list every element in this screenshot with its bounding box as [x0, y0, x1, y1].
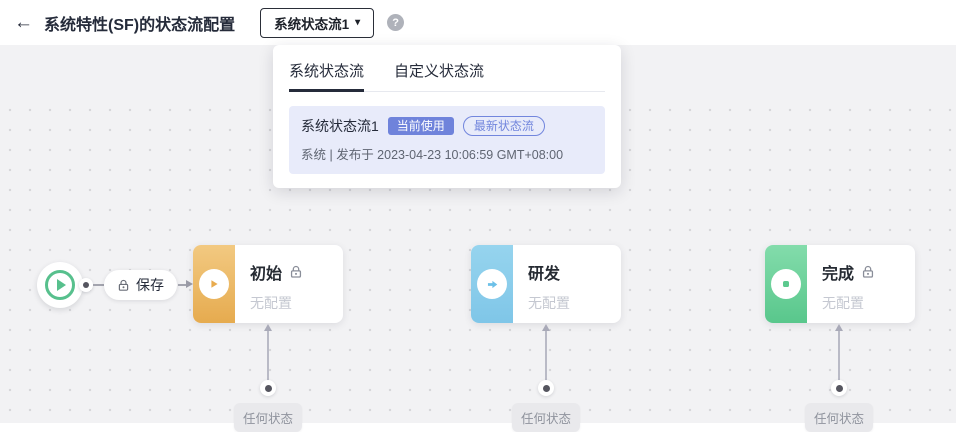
- node-subtitle: 无配置: [528, 295, 570, 311]
- save-transition-pill[interactable]: 保存: [104, 270, 177, 300]
- node-strip: [193, 245, 235, 323]
- state-flow-name: 系统状态流1: [301, 118, 379, 135]
- play-icon: [57, 279, 66, 291]
- any-state-connector: 任何状态: [799, 324, 879, 432]
- arrowhead-up-icon: [264, 324, 272, 331]
- node-strip: [765, 245, 807, 323]
- node-subtitle: 无配置: [250, 295, 292, 311]
- save-transition-label: 保存: [136, 277, 164, 293]
- connector-line: [267, 331, 269, 382]
- any-state-pill[interactable]: 任何状态: [804, 403, 873, 432]
- lock-icon: [862, 265, 874, 278]
- panel-tabs: 系统状态流 自定义状态流: [289, 60, 605, 92]
- tab-system-state-flow[interactable]: 系统状态流: [289, 60, 365, 92]
- any-state-connector: 任何状态: [506, 324, 586, 432]
- node-title: 研发: [528, 266, 561, 283]
- lock-icon: [118, 279, 129, 291]
- state-node-initial[interactable]: 初始 无配置: [193, 245, 343, 323]
- lock-icon: [290, 265, 302, 278]
- chevron-down-icon: ▾: [355, 16, 361, 28]
- node-title: 初始: [250, 266, 283, 283]
- node-subtitle: 无配置: [822, 295, 864, 311]
- page-header: ← 系统特性(SF)的状态流配置 系统状态流1 ▾ ?: [0, 0, 956, 45]
- node-strip: [471, 245, 513, 323]
- state-node-dev[interactable]: 研发 无配置: [471, 245, 621, 323]
- node-title: 完成: [822, 266, 855, 283]
- current-use-badge: 当前使用: [387, 117, 454, 136]
- help-icon[interactable]: ?: [387, 14, 405, 31]
- state-node-done[interactable]: 完成 无配置: [765, 245, 915, 323]
- latest-flow-badge: 最新状态流: [462, 116, 545, 137]
- connector-line: [178, 284, 187, 286]
- play-icon: [211, 280, 218, 288]
- state-flow-selector-button[interactable]: 系统状态流1 ▾: [260, 7, 375, 38]
- state-flow-dropdown-panel: 系统状态流 自定义状态流 系统状态流1 当前使用 最新状态流 系统 | 发布于 …: [273, 45, 621, 189]
- arrowhead-up-icon: [835, 324, 843, 331]
- page-title: 系统特性(SF)的状态流配置: [44, 16, 236, 34]
- start-node[interactable]: [37, 262, 83, 308]
- connector-line: [93, 284, 104, 286]
- stop-icon: [783, 281, 789, 287]
- connector-dot[interactable]: [79, 278, 93, 292]
- state-flow-selector-label: 系统状态流1: [274, 16, 350, 32]
- connector-dot[interactable]: [538, 380, 554, 396]
- any-state-connector: 任何状态: [228, 324, 308, 432]
- tab-custom-state-flow[interactable]: 自定义状态流: [394, 63, 485, 80]
- state-flow-list-item[interactable]: 系统状态流1 当前使用 最新状态流 系统 | 发布于 2023-04-23 10…: [289, 106, 605, 175]
- connector-line: [838, 331, 840, 382]
- state-flow-meta: 系统 | 发布于 2023-04-23 10:06:59 GMT+08:00: [301, 148, 564, 163]
- any-state-pill[interactable]: 任何状态: [511, 403, 580, 432]
- any-state-pill[interactable]: 任何状态: [233, 403, 302, 432]
- arrowhead-right-icon: [186, 280, 193, 288]
- arrow-right-icon: [487, 280, 497, 288]
- back-arrow-icon[interactable]: ←: [14, 12, 33, 33]
- connector-dot[interactable]: [260, 380, 276, 396]
- arrowhead-up-icon: [542, 324, 550, 331]
- connector-line: [545, 331, 547, 382]
- connector-dot[interactable]: [831, 380, 847, 396]
- start-ring: [45, 270, 75, 300]
